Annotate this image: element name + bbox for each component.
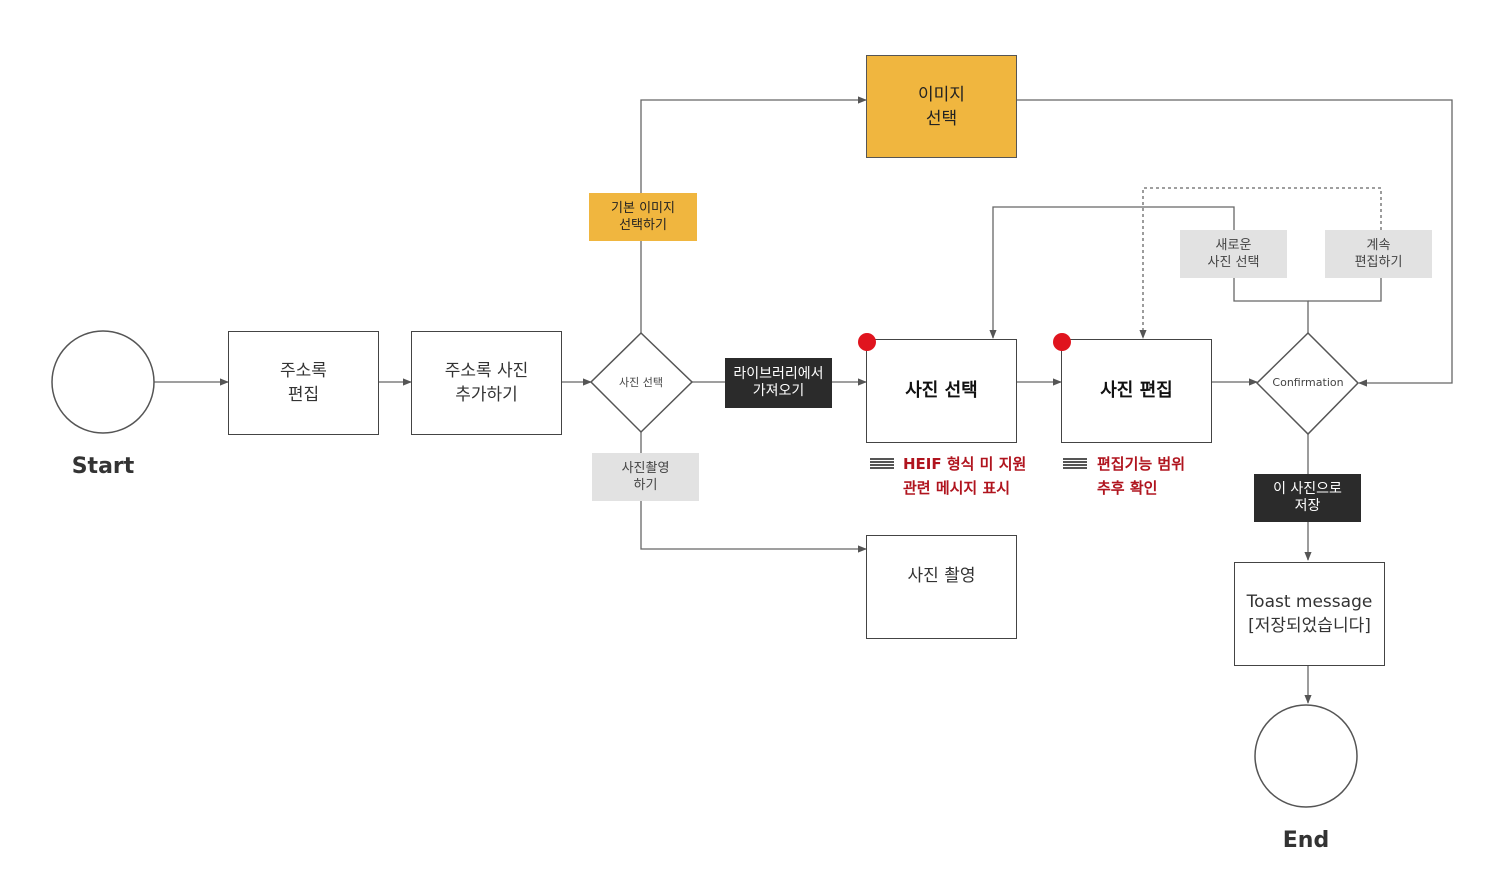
- library-label: 라이브러리에서 가져오기: [725, 358, 832, 408]
- new-photo-label: 새로운 사진 선택: [1180, 230, 1287, 278]
- photo-edit-node: 사진 편집: [1061, 339, 1212, 443]
- add-photo-node: 주소록 사진 추가하기: [411, 331, 562, 435]
- photo-capture-node: 사진 촬영: [866, 535, 1017, 639]
- photo-edit-marker: [1053, 333, 1071, 351]
- confirmation-text: Confirmation: [1272, 376, 1344, 389]
- default-image-label: 기본 이미지 선택하기: [589, 193, 697, 241]
- start-label: Start: [71, 454, 135, 479]
- save-photo-label: 이 사진으로 저장: [1254, 474, 1361, 522]
- end-circle: [1254, 704, 1358, 808]
- edit-scope-note: 편집기능 범위 추후 확인: [1097, 455, 1186, 497]
- edit-scope-note-icon: [1063, 458, 1087, 470]
- edge-image-select-to-confirmation: [1017, 99, 1453, 387]
- take-photo-label: 사진촬영 하기: [592, 453, 699, 501]
- continue-edit-label: 계속 편집하기: [1325, 230, 1432, 278]
- edge-decision-to-image-select: [640, 96, 867, 333]
- heif-note-icon: [870, 458, 894, 470]
- confirmation-decision: [1255, 331, 1360, 436]
- edge-confirmation-continue-edit: [1308, 278, 1382, 302]
- start-circle: [51, 330, 155, 434]
- image-select-node: 이미지 선택: [866, 55, 1017, 158]
- heif-note: HEIF 형식 미 지원 관련 메시지 표시: [903, 455, 1027, 497]
- end-label: End: [1282, 828, 1330, 853]
- toast-message-node: Toast message [저장되었습니다]: [1234, 562, 1385, 666]
- photo-choice-text: 사진 선택: [619, 376, 663, 389]
- edge-continue-edit-dotted: [1139, 187, 1382, 339]
- photo-select-node: 사진 선택: [866, 339, 1017, 443]
- address-edit-node: 주소록 편집: [228, 331, 379, 435]
- photo-select-marker: [858, 333, 876, 351]
- photo-choice-decision: [589, 331, 694, 434]
